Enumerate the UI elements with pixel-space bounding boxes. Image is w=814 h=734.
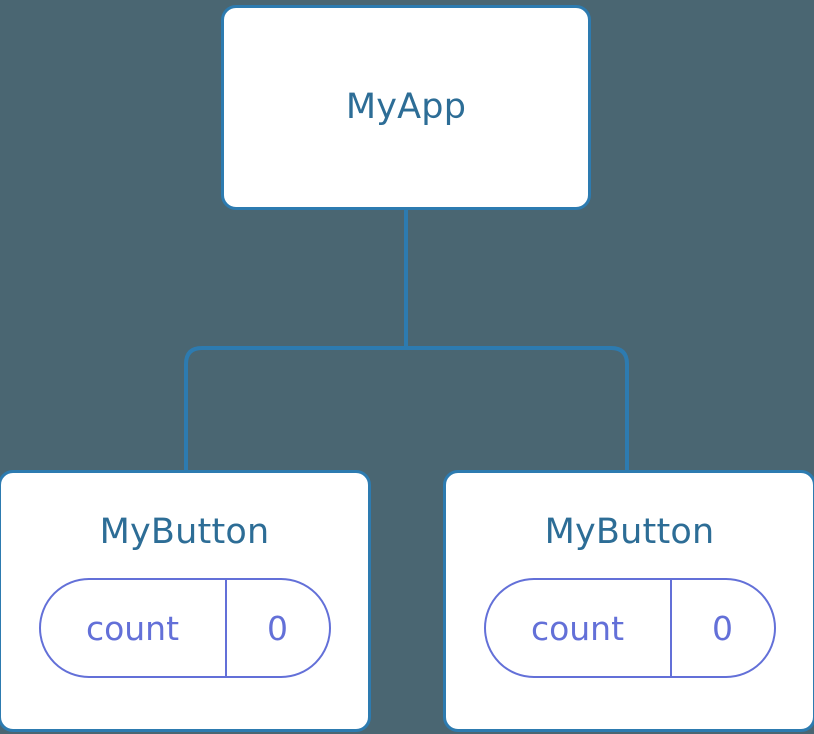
node-myapp[interactable]: MyApp bbox=[221, 5, 591, 210]
state-value-right: 0 bbox=[712, 608, 733, 648]
edge-bus-to-child-right bbox=[406, 346, 629, 472]
node-myapp-label: MyApp bbox=[345, 87, 467, 127]
state-pill-right[interactable]: count 0 bbox=[483, 578, 776, 678]
state-key-right: count bbox=[486, 580, 672, 676]
node-mybutton-right[interactable]: MyButton count 0 bbox=[443, 470, 814, 732]
node-mybutton-left[interactable]: MyButton count 0 bbox=[0, 470, 371, 732]
edge-bus-to-child-left bbox=[184, 346, 406, 472]
state-key-left: count bbox=[41, 580, 227, 676]
node-mybutton-right-label: MyButton bbox=[544, 512, 715, 552]
state-pill-left[interactable]: count 0 bbox=[38, 578, 331, 678]
node-mybutton-left-label: MyButton bbox=[99, 512, 270, 552]
state-value-left: 0 bbox=[267, 608, 288, 648]
